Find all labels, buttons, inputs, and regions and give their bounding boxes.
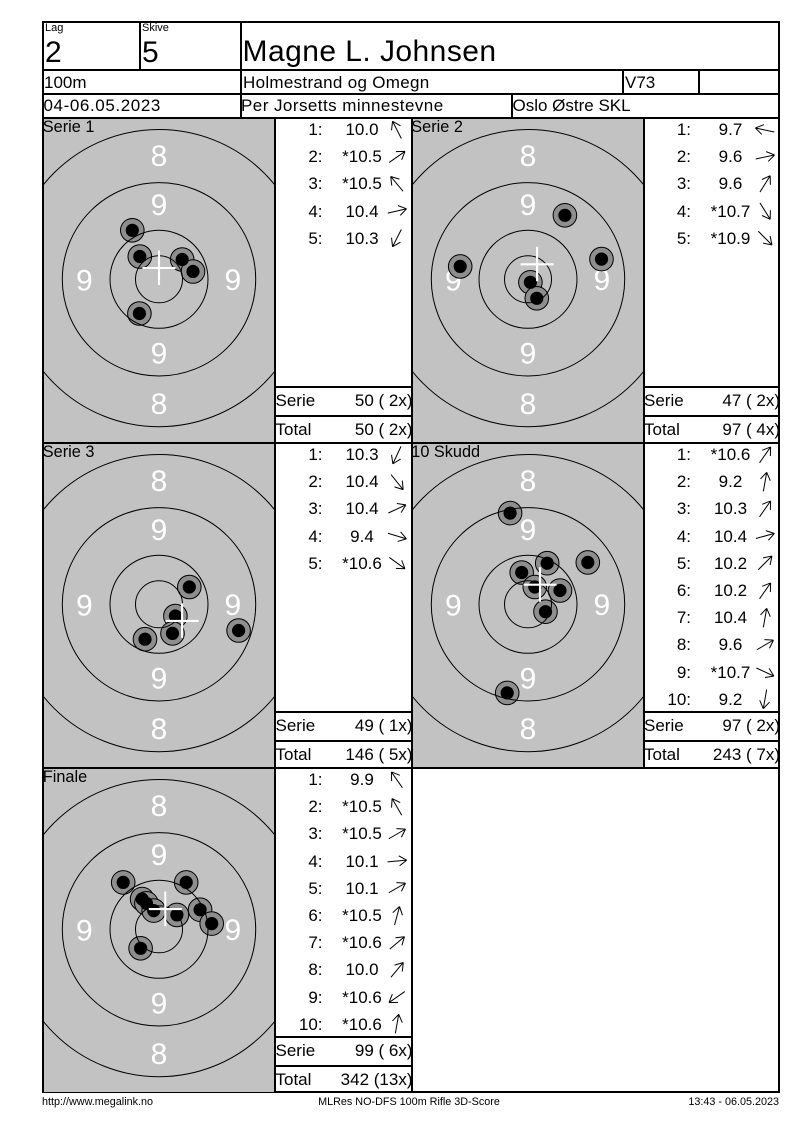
svg-text:9: 9 — [225, 914, 242, 947]
svg-text:8: 8 — [519, 388, 536, 421]
svg-text:8: 8 — [151, 140, 168, 173]
svg-text:9: 9 — [225, 589, 242, 622]
svg-text:9: 9 — [519, 514, 536, 547]
svg-text:8: 8 — [151, 713, 168, 746]
svg-text:8: 8 — [151, 465, 168, 498]
svg-text:9: 9 — [593, 264, 610, 297]
svg-text:8: 8 — [151, 1038, 168, 1071]
svg-text:9: 9 — [519, 663, 536, 696]
svg-text:9: 9 — [76, 589, 93, 622]
svg-text:8: 8 — [519, 465, 536, 498]
svg-text:8: 8 — [151, 790, 168, 823]
svg-text:9: 9 — [151, 514, 168, 547]
svg-text:9: 9 — [593, 589, 610, 622]
svg-text:8: 8 — [151, 388, 168, 421]
svg-text:9: 9 — [151, 839, 168, 872]
svg-text:9: 9 — [76, 264, 93, 297]
svg-text:9: 9 — [76, 914, 93, 947]
svg-text:9: 9 — [519, 338, 536, 371]
svg-text:9: 9 — [151, 663, 168, 696]
svg-text:9: 9 — [151, 988, 168, 1021]
svg-text:9: 9 — [519, 189, 536, 222]
svg-text:9: 9 — [225, 264, 242, 297]
svg-text:8: 8 — [519, 140, 536, 173]
svg-text:9: 9 — [151, 189, 168, 222]
svg-text:9: 9 — [444, 589, 461, 622]
svg-text:9: 9 — [151, 338, 168, 371]
svg-text:8: 8 — [519, 713, 536, 746]
